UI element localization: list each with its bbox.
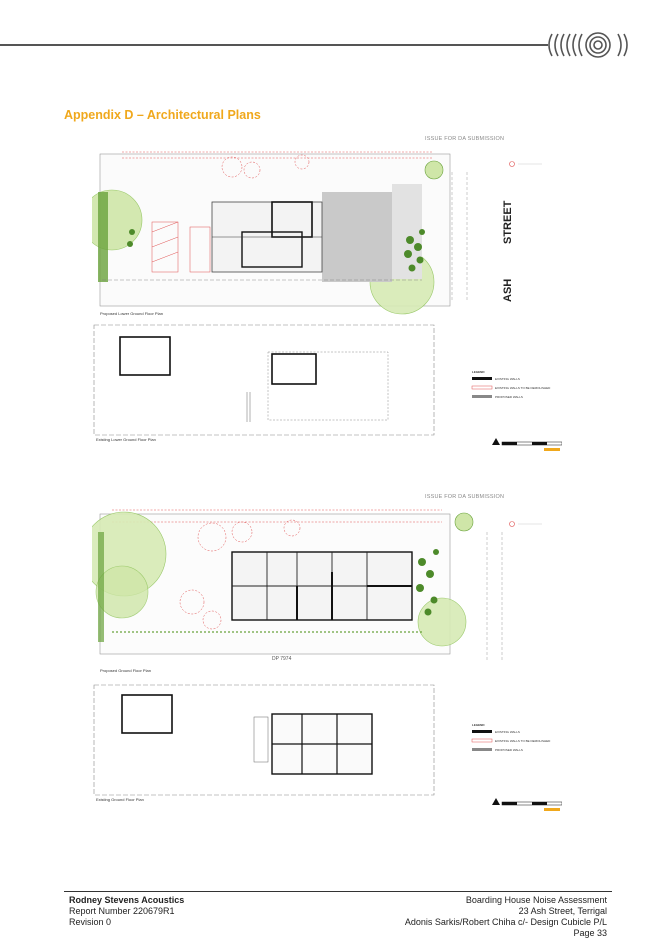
legend-title: LEGEND <box>472 370 485 374</box>
footer-rule <box>64 891 612 892</box>
report-number: Report Number 220679R1 <box>69 906 175 916</box>
legend-item: EXISTING WALLS <box>495 730 520 734</box>
proposed-plan-caption: Proposed Ground Floor Plan <box>100 668 151 673</box>
lot-label: DP 7974 <box>272 656 292 662</box>
concentric-sound-waves-icon <box>548 32 628 58</box>
legend-item: EXISTING WALLS TO BE DEMOLISHED <box>495 739 551 743</box>
street-type-label: STREET <box>502 200 514 244</box>
revision: Revision 0 <box>69 917 112 927</box>
legend-title: LEGEND <box>472 723 485 727</box>
proposed-plan-caption: Proposed Lower Ground Floor Plan <box>100 311 163 316</box>
legend-item: PROPOSED WALLS <box>495 748 523 752</box>
architectural-sheet-lower-ground: ISSUE FOR DA SUBMISSION ASH STREET Propo… <box>92 132 562 452</box>
appendix-title: Appendix D – Architectural Plans <box>64 108 261 122</box>
lower-ground-plan-drawing <box>92 151 562 451</box>
legend-item: EXISTING WALLS <box>495 377 520 381</box>
architectural-sheet-ground: ISSUE FOR DA SUBMISSION DP 7974 Proposed… <box>92 492 562 812</box>
footer-left: Rodney Stevens Acoustics Report Number 2… <box>69 895 184 928</box>
company-name: Rodney Stevens Acoustics <box>69 895 185 905</box>
issue-label: ISSUE FOR DA SUBMISSION <box>425 136 505 142</box>
street-name-label: ASH <box>502 278 514 302</box>
site-address: 23 Ash Street, Terrigal <box>518 906 607 916</box>
existing-plan-caption: Existing Ground Floor Plan <box>96 797 144 802</box>
client-name: Adonis Sarkis/Robert Chiha c/- Design Cu… <box>404 917 607 927</box>
header-rule <box>0 44 548 46</box>
ground-plan-drawing <box>92 509 562 811</box>
issue-label: ISSUE FOR DA SUBMISSION <box>425 494 505 500</box>
legend-item: PROPOSED WALLS <box>495 395 523 399</box>
existing-plan-caption: Existing Lower Ground Floor Plan <box>96 437 156 442</box>
footer-right: Boarding House Noise Assessment 23 Ash S… <box>405 895 607 939</box>
legend-item: EXISTING WALLS TO BE DEMOLISHED <box>495 386 551 390</box>
report-title: Boarding House Noise Assessment <box>465 895 607 905</box>
page-number: Page 33 <box>573 928 607 938</box>
